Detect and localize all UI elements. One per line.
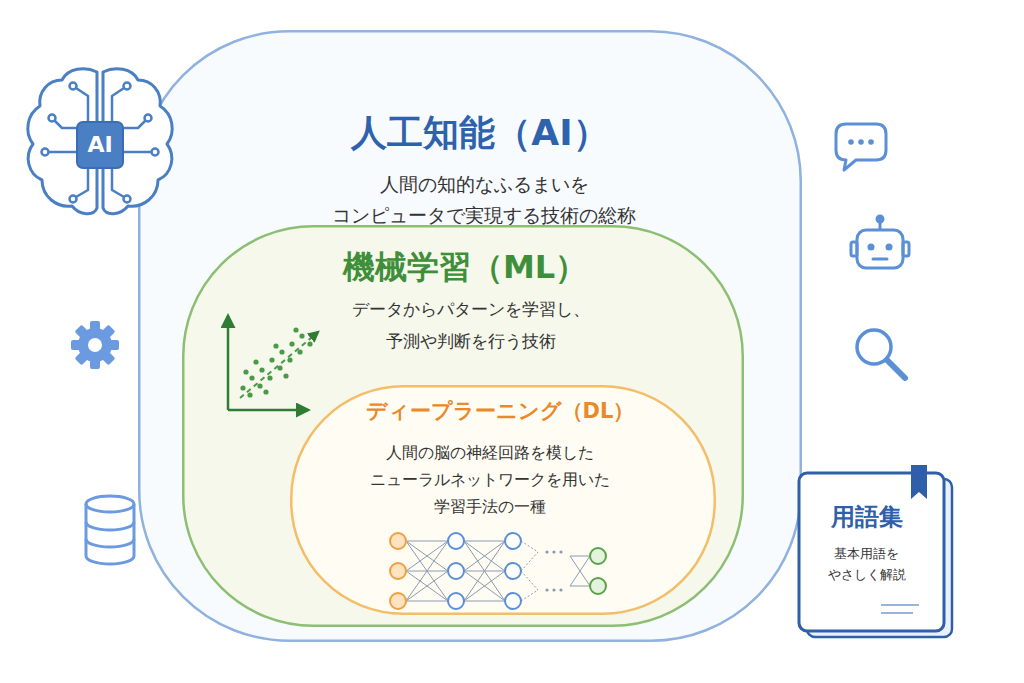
region-description: 人間の知的なふるまいを コンピュータで実現する技術の総称 <box>274 169 694 231</box>
scatter-plot-icon <box>228 316 318 410</box>
neural-network-icon <box>390 533 606 609</box>
dl-region: ディープラーニング（DL） 人間の脳の神経回路を模した ニューラルネットワークを用… <box>290 385 716 615</box>
database-icon <box>86 496 134 564</box>
search-icon <box>857 330 905 378</box>
book-description: 基本用語を やさしく解説 <box>817 543 917 585</box>
icon-label: AI <box>87 132 112 158</box>
region-title: 機械学習（ML） <box>265 247 665 287</box>
chat-icon <box>836 124 886 170</box>
glossary-book: 用語集基本用語を やさしく解説 <box>793 465 958 643</box>
region-description: 人間の脳の神経回路を模した ニューラルネットワークを用いた 学習手法の一種 <box>350 439 630 520</box>
region-outline <box>139 31 801 641</box>
robot-icon <box>851 216 909 268</box>
region-description: データからパターンを学習し、 予測や判断を行う技術 <box>321 293 621 357</box>
ai-region: 人工知能（AI）人間の知的なふるまいを コンピュータで実現する技術の総称機械学習… <box>138 30 802 642</box>
brain-icon <box>28 69 172 214</box>
region-outline <box>291 386 715 614</box>
region-title: 人工知能（AI） <box>270 110 690 156</box>
book-outline <box>799 465 952 637</box>
region-title: ディープラーニング（DL） <box>310 397 690 425</box>
region-outline <box>183 226 743 626</box>
ml-region: 機械学習（ML） データからパターンを学習し、 予測や判断を行う技術ディープラーニ… <box>182 225 744 627</box>
gear-icon <box>71 321 119 369</box>
book-title: 用語集 <box>807 502 927 532</box>
